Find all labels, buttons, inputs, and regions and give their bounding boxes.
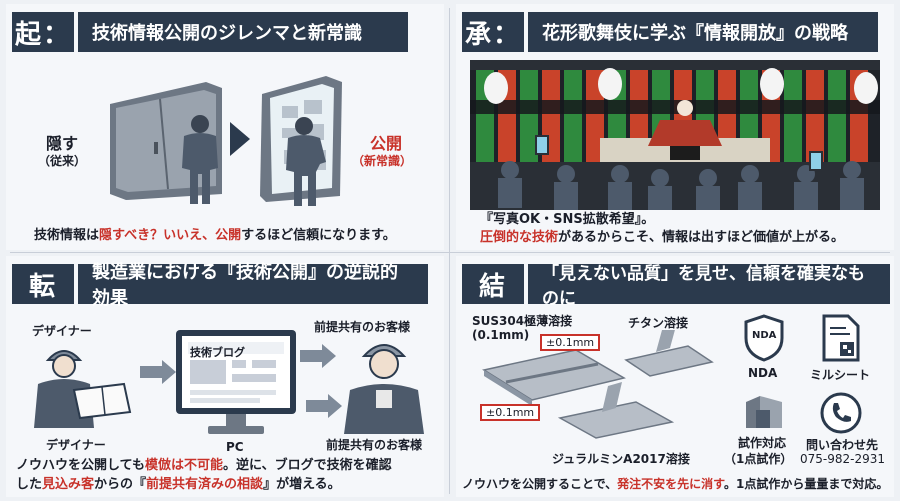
horizontal-divider xyxy=(10,252,890,253)
panel-sho: 承： 花形歌舞伎に学ぶ『情報開放』の戦略 xyxy=(456,4,894,250)
designer-label-bottom: デザイナー xyxy=(46,438,106,452)
panel-ketsu-title: 「見えない品質」を見せ、信頼を確実なものに xyxy=(528,264,890,309)
open-sub-label: （新常識） xyxy=(352,154,413,168)
tolerance-badge-2: ±0.1mm xyxy=(480,404,541,421)
open-label: 公開 xyxy=(370,134,403,153)
trial-label: 試作対応 xyxy=(738,436,787,450)
designer-illustration xyxy=(34,350,132,428)
phone-icon xyxy=(820,392,862,434)
panel-ten-line1: ノウハウを公開しても模倣は不可能。逆に、ブログで技術を確認 xyxy=(16,458,392,473)
trial-sub-label: （1点試作） xyxy=(724,452,793,466)
panel-ki-header: 起： 技術情報公開のジレンマと新常識 xyxy=(12,12,408,52)
hide-label: 隠す xyxy=(46,134,79,153)
panel-ki-kanji: 起： xyxy=(12,12,74,52)
panel-sho-line1: 『写真OK・SNS拡散希望』。 xyxy=(480,212,655,227)
panel-ketsu-kanji: 結 xyxy=(462,264,524,304)
arrow-right-icon-3 xyxy=(306,394,342,418)
chevron-right-icon xyxy=(230,122,250,156)
panel-ten-header: 転 製造業における『技術公開』の逆説的効果 xyxy=(12,262,428,309)
hide-sub-label: （従来） xyxy=(38,154,87,168)
document-qr-icon xyxy=(822,314,860,362)
blog-label: 技術ブログ xyxy=(190,346,245,359)
tolerance-badge-1: ±0.1mm xyxy=(540,334,601,351)
pc-label: PC xyxy=(226,440,244,454)
customer-label-top: 前提共有のお客様 xyxy=(314,320,411,334)
designer-label-top: デザイナー xyxy=(32,324,92,338)
panel-ketsu-caption: ノウハウを公開することで、発注不安を先に消す。1点試作から量量まで対応。 xyxy=(462,477,889,491)
pc-monitor-illustration xyxy=(176,330,296,434)
panel-sho-kanji: 承： xyxy=(462,12,524,52)
customer-illustration xyxy=(344,344,424,434)
kabuki-stage-illustration xyxy=(470,60,880,210)
customer-label-bottom: 前提共有のお客様 xyxy=(326,438,423,452)
contact-label: 問い合わせ先 xyxy=(806,438,879,452)
mill-sheet-label: ミルシート xyxy=(810,368,871,382)
panel-ten-kanji: 転 xyxy=(12,264,74,304)
panel-ten-line2: した見込み客からの『前提共有済みの相談』が増える。 xyxy=(16,477,341,492)
panel-ki: 起： 技術情報公開のジレンマと新常識 隠す （従来） 公開 （新常識） 技術情報… xyxy=(6,4,444,250)
panel-ketsu: 結 「見えない品質」を見せ、信頼を確実なものに SUS304極薄溶接 (0.1m… xyxy=(456,256,894,497)
panel-ketsu-header: 結 「見えない品質」を見せ、信頼を確実なものに xyxy=(462,264,890,309)
shield-icon xyxy=(744,314,784,362)
contact-phone: 075-982-2931 xyxy=(800,452,886,466)
sus-weld-label: SUS304極薄溶接 xyxy=(472,314,573,328)
titan-weld-label: チタン溶接 xyxy=(628,316,689,330)
arrow-right-icon-2 xyxy=(300,344,336,368)
metal-part-icon xyxy=(746,396,782,428)
arrow-right-icon xyxy=(140,360,176,384)
duralumin-weld-label: ジュラルミンA2017溶接 xyxy=(552,452,690,466)
panel-ten: 転 製造業における『技術公開』の逆説的効果 デザイナー デザイナー 技術ブログ … xyxy=(6,256,444,497)
sus-weld-sub-label: (0.1mm) xyxy=(472,328,530,342)
panel-sho-line2: 圧倒的な技術があるからこそ、情報は出すほど価値が上がる。 xyxy=(480,230,845,245)
panel-sho-header: 承： 花形歌舞伎に学ぶ『情報開放』の戦略 xyxy=(462,12,878,52)
panel-ki-title: 技術情報公開のジレンマと新常識 xyxy=(78,12,408,52)
person-back-right xyxy=(286,117,326,206)
vertical-divider xyxy=(449,8,450,494)
panel-sho-title: 花形歌舞伎に学ぶ『情報開放』の戦略 xyxy=(528,12,878,52)
person-back-left xyxy=(182,115,218,204)
panel-ten-title: 製造業における『技術公開』の逆説的効果 xyxy=(78,262,428,309)
nda-badge-text: NDA xyxy=(752,330,777,341)
panel-ki-caption: 技術情報は隠すべき？いいえ、公開するほど信頼になります。 xyxy=(34,228,396,243)
nda-label: NDA xyxy=(748,366,778,380)
weld-samples-illustration xyxy=(482,330,714,439)
